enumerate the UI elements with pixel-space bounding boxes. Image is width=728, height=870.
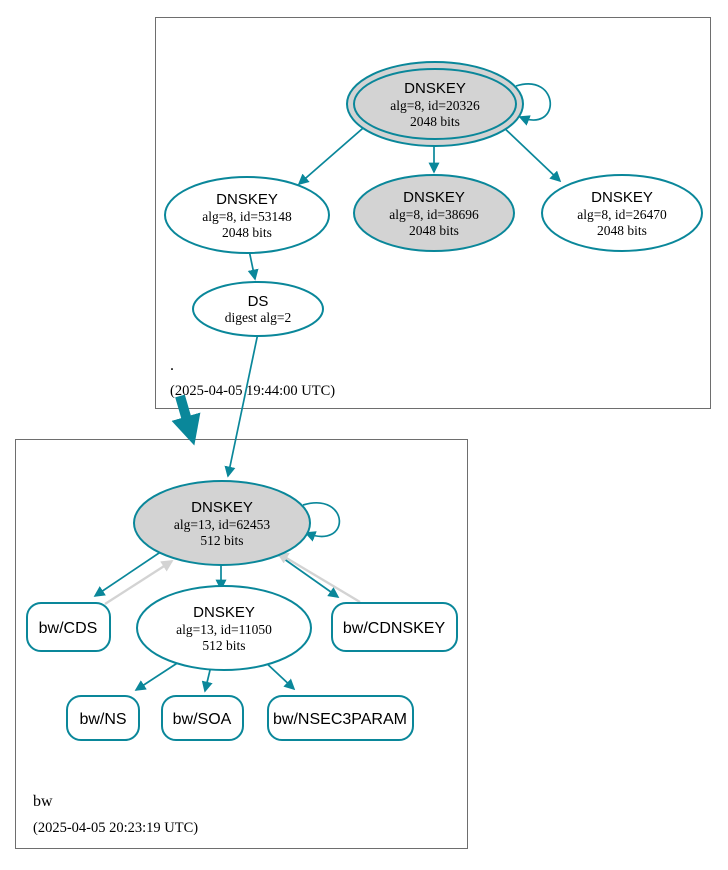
bw-cdnskey-label: bw/CDNSKEY — [343, 620, 446, 637]
dnskey-26470-size: 2048 bits — [597, 223, 647, 238]
edge-bw-ksk-selfloop — [302, 502, 341, 542]
dnskey-62453-detail: alg=13, id=62453 — [174, 517, 270, 532]
node-ds: DS digest alg=2 — [192, 281, 324, 337]
bw-cdnskey-rect — [331, 602, 458, 652]
node-bw-cdnskey: bw/CDNSKEY — [331, 602, 458, 652]
node-bw-ns: bw/NS — [66, 695, 140, 741]
zone-bw-name: bw — [33, 793, 53, 810]
edge-bw-ksk-to-cds — [93, 548, 166, 597]
ds-detail: digest alg=2 — [225, 310, 291, 325]
dnskey-20326-label: DNSKEY — [404, 80, 466, 97]
dnskey-20326-outer-ellipse — [346, 61, 524, 147]
node-dnskey-11050-zsk: DNSKEY alg=13, id=11050 512 bits — [136, 585, 312, 671]
dnskey-62453-ellipse — [133, 480, 311, 566]
dnskey-26470-detail: alg=8, id=26470 — [577, 207, 667, 222]
zone-bw-timestamp: (2025-04-05 20:23:19 UTC) — [33, 820, 198, 836]
bw-cds-rect — [26, 602, 111, 652]
dnskey-53148-size: 2048 bits — [222, 225, 272, 240]
edge-root-ksk-selfloop — [515, 83, 552, 126]
edge-bw-zsk-to-ns — [134, 659, 183, 691]
edge-zsk53148-to-ds — [247, 249, 259, 281]
edge-cdnskey-to-bw-ksk-gray — [276, 551, 361, 604]
ds-ellipse — [192, 281, 324, 337]
dnskey-11050-label: DNSKEY — [193, 604, 255, 621]
dnskey-38696-label: DNSKEY — [403, 189, 465, 206]
node-bw-cds: bw/CDS — [26, 602, 111, 652]
dnskey-53148-detail: alg=8, id=53148 — [202, 209, 292, 224]
node-bw-soa: bw/SOA — [161, 695, 244, 741]
edge-ksk20326-to-key26470 — [499, 123, 562, 183]
dnskey-11050-size: 512 bits — [202, 638, 245, 653]
dnskey-53148-ellipse — [164, 176, 330, 254]
ds-label: DS — [248, 293, 269, 310]
node-dnskey-53148: DNSKEY alg=8, id=53148 2048 bits — [164, 176, 330, 254]
bw-nsec3param-rect — [267, 695, 414, 741]
bw-soa-rect — [161, 695, 244, 741]
node-bw-nsec3param: bw/NSEC3PARAM — [267, 695, 414, 741]
zone-root-timestamp: (2025-04-05 19:44:00 UTC) — [170, 383, 335, 399]
dnskey-11050-detail: alg=13, id=11050 — [176, 622, 272, 637]
dnskey-53148-label: DNSKEY — [216, 191, 278, 208]
node-dnskey-62453-ksk: DNSKEY alg=13, id=62453 512 bits — [133, 480, 311, 566]
dnskey-62453-label: DNSKEY — [191, 499, 253, 516]
bw-soa-label: bw/SOA — [173, 711, 232, 728]
dnskey-11050-ellipse — [136, 585, 312, 671]
edge-cds-to-bw-ksk-gray — [104, 559, 174, 606]
edge-delegation-root-to-bw — [171, 394, 201, 446]
node-dnskey-20326-ksk: DNSKEY alg=8, id=20326 2048 bits — [346, 61, 524, 147]
node-dnskey-38696: DNSKEY alg=8, id=38696 2048 bits — [353, 174, 515, 252]
edge-ds-to-bw-ksk — [224, 332, 259, 478]
node-dnskey-26470: DNSKEY alg=8, id=26470 2048 bits — [541, 174, 703, 252]
dnskey-62453-size: 512 bits — [200, 533, 243, 548]
edge-ksk20326-to-zsk53148 — [297, 121, 371, 186]
dnskey-20326-inner-ellipse — [353, 68, 517, 140]
bw-cds-label: bw/CDS — [39, 620, 98, 637]
zone-root-name: . — [170, 357, 174, 374]
bw-nsec3param-label: bw/NSEC3PARAM — [273, 711, 407, 728]
dnskey-20326-size: 2048 bits — [410, 114, 460, 129]
bw-ns-rect — [66, 695, 140, 741]
dnskey-26470-ellipse — [541, 174, 703, 252]
dnskey-38696-ellipse — [353, 174, 515, 252]
dnskey-20326-detail: alg=8, id=20326 — [390, 98, 480, 113]
dnskey-26470-label: DNSKEY — [591, 189, 653, 206]
bw-ns-label: bw/NS — [79, 711, 126, 728]
dnskey-38696-size: 2048 bits — [409, 223, 459, 238]
dnskey-38696-detail: alg=8, id=38696 — [389, 207, 479, 222]
